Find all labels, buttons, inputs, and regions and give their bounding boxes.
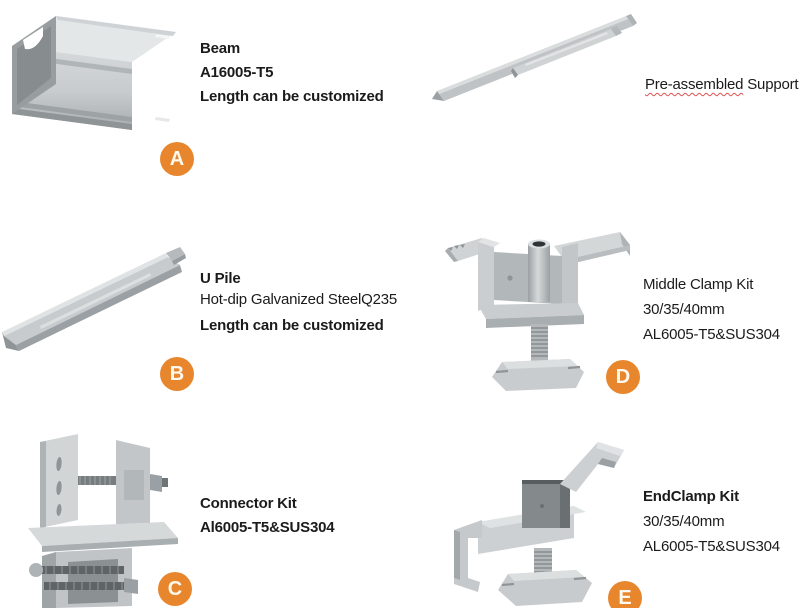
badge-a: A bbox=[160, 142, 194, 176]
beam-text-block: Beam A16005-T5 Length can be customized bbox=[200, 37, 384, 109]
beam-title: Beam bbox=[200, 40, 241, 57]
support-title-misspelled: Pre-assembled bbox=[645, 76, 744, 93]
support-text-block: Pre-assembled Support bbox=[645, 73, 799, 97]
support-title: Pre-assembled Support bbox=[645, 73, 799, 97]
connector-title: Connector Kit bbox=[200, 495, 297, 512]
end-clamp-material: AL6005-T5&SUS304 bbox=[643, 538, 780, 555]
support-title-rest: Support bbox=[743, 76, 799, 93]
u-pile-text-block: U Pile Hot-dip Galvanized SteelQ235 Leng… bbox=[200, 268, 397, 338]
badge-e: E bbox=[608, 581, 642, 608]
middle-clamp-title: Middle Clamp Kit bbox=[643, 276, 754, 293]
u-pile-title: U Pile bbox=[200, 270, 241, 287]
end-clamp-product-image bbox=[454, 442, 624, 606]
badge-d: D bbox=[606, 360, 640, 394]
middle-clamp-sizes: 30/35/40mm bbox=[643, 301, 725, 318]
u-pile-product-image bbox=[2, 247, 186, 351]
pre-assembled-support-image bbox=[432, 14, 637, 101]
u-pile-material: Hot-dip Galvanized SteelQ235 bbox=[200, 291, 398, 308]
middle-clamp-text-block: Middle Clamp Kit 30/35/40mm AL6005-T5&SU… bbox=[643, 272, 780, 347]
badge-b: B bbox=[160, 357, 194, 391]
beam-note: Length can be customized bbox=[200, 88, 384, 105]
u-pile-note: Length can be customized bbox=[200, 317, 384, 334]
end-clamp-title: EndClamp Kit bbox=[643, 488, 739, 505]
end-clamp-sizes: 30/35/40mm bbox=[643, 513, 725, 530]
connector-kit-product-image bbox=[28, 434, 178, 608]
connector-text-block: Connector Kit Al6005-T5&SUS304 bbox=[200, 492, 335, 540]
middle-clamp-material: AL6005-T5&SUS304 bbox=[643, 326, 780, 343]
beam-product-image bbox=[12, 16, 176, 130]
connector-material: Al6005-T5&SUS304 bbox=[200, 519, 335, 536]
end-clamp-text-block: EndClamp Kit 30/35/40mm AL6005-T5&SUS304 bbox=[643, 484, 780, 559]
badge-c: C bbox=[158, 572, 192, 606]
middle-clamp-product-image bbox=[445, 232, 630, 391]
beam-model: A16005-T5 bbox=[200, 64, 274, 81]
